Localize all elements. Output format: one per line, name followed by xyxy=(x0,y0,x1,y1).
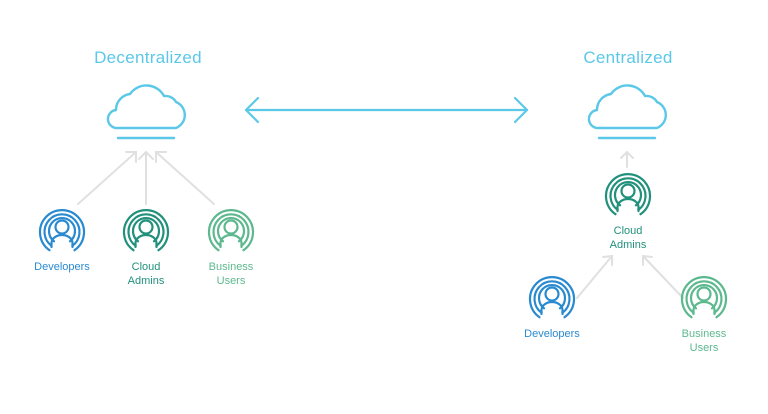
connector-business-users-to-admins xyxy=(642,255,684,299)
decentralized-title: Decentralized xyxy=(94,48,202,67)
centralized-business-users-label: Business Users xyxy=(681,328,727,354)
connector-business-users xyxy=(155,151,215,205)
connector-admins-to-cloud-head xyxy=(620,150,634,159)
centralized-business-users-icon xyxy=(680,275,728,319)
connector-developers xyxy=(77,151,137,205)
decentralized-business-users-label: Business Users xyxy=(208,261,254,287)
double-arrow-icon xyxy=(244,96,529,124)
decentralized-cloud-admins-icon xyxy=(122,208,170,252)
centralized-developers-icon xyxy=(528,275,576,319)
connector-business-users-head xyxy=(155,151,167,163)
decentralized-developers-label: Developers xyxy=(34,261,90,273)
connector-cloud-admins-head xyxy=(138,150,154,160)
connector-business-users-to-admins-head xyxy=(642,254,653,266)
connector-developers-head xyxy=(125,151,137,163)
decentralized-cloud-admins-label: Cloud Admins xyxy=(127,261,165,287)
centralized-connectors xyxy=(576,150,684,299)
decentralized-connectors xyxy=(77,150,215,205)
connector-developers-to-admins xyxy=(576,255,613,299)
connector-developers-to-admins-head xyxy=(602,254,613,266)
decentralized-cloud-icon xyxy=(106,84,187,140)
centralized-title: Centralized xyxy=(583,48,673,67)
centralized-cloud-admins-label: Cloud Admins xyxy=(609,225,647,251)
centralized-developers-label: Developers xyxy=(524,328,580,340)
centralized-cloud-admins-icon xyxy=(604,172,652,216)
centralized-cloud-icon xyxy=(587,84,668,140)
decentralized-developers-icon xyxy=(38,208,86,252)
decentralized-business-users-icon xyxy=(207,208,255,252)
